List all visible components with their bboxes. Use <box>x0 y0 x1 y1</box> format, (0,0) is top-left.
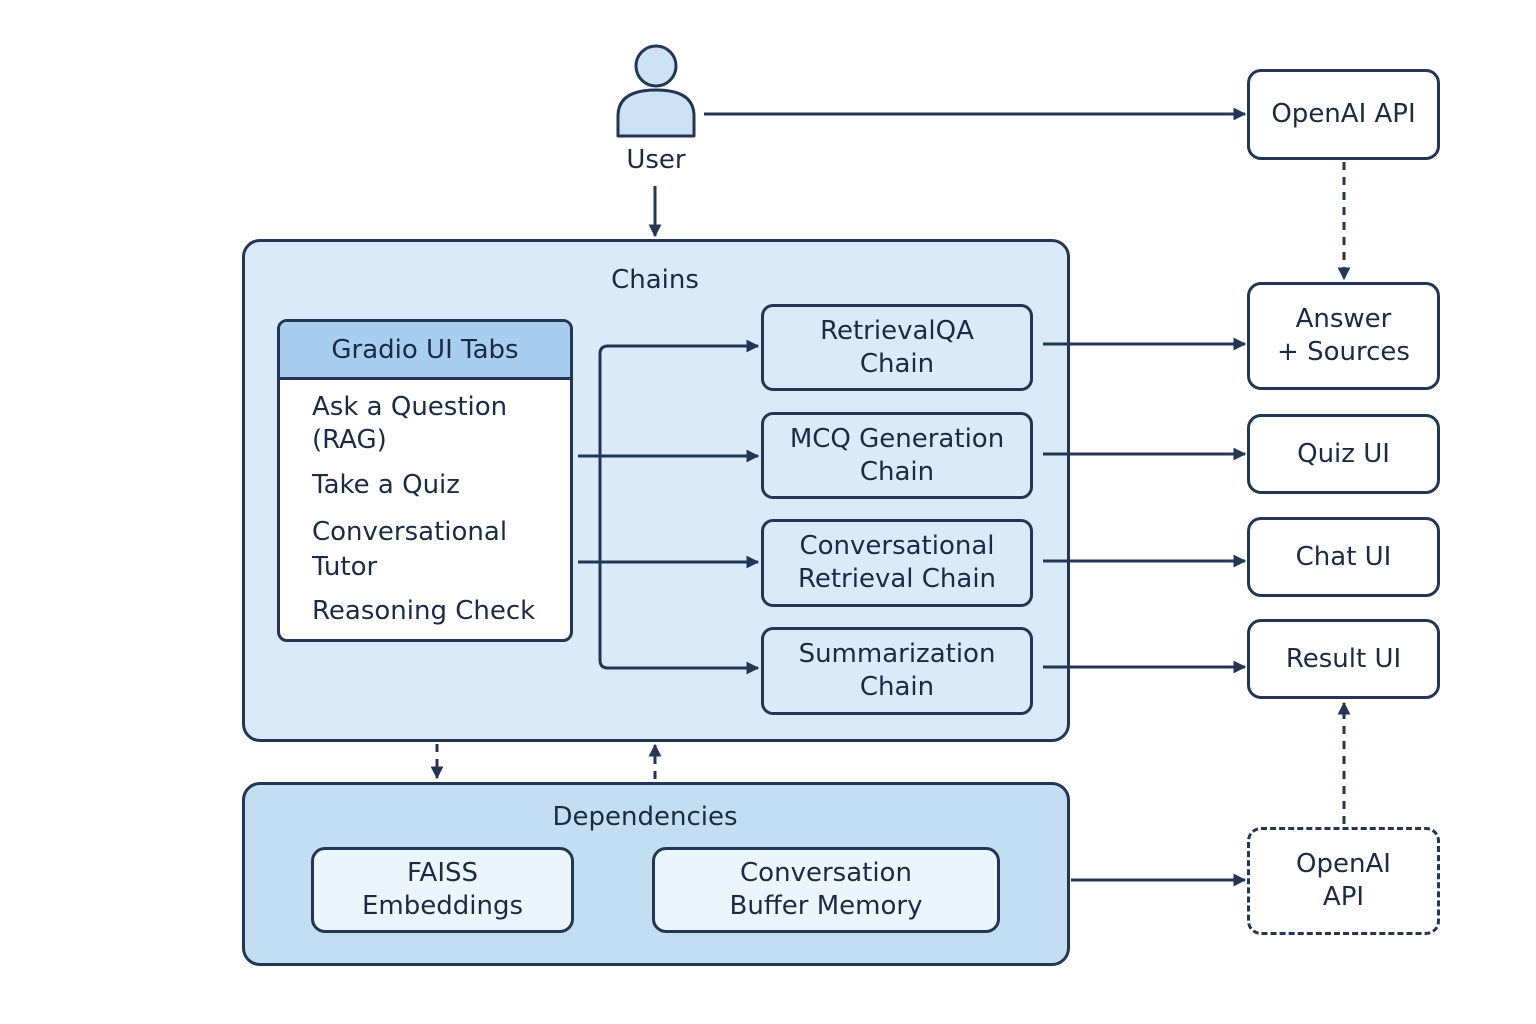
output-result-ui-label: Result UI <box>1285 643 1402 674</box>
chain-retrievalqa-line1: RetrievalQA <box>820 315 974 346</box>
output-quiz-ui-label: Quiz UI <box>1297 438 1390 469</box>
chain-retrievalqa: RetrievalQA Chain <box>761 304 1033 391</box>
gradio-tabs-box: Gradio UI Tabs <box>277 319 573 642</box>
openai-api-bottom-line1: OpenAI <box>1296 849 1391 879</box>
tab-ask-question-line2: (RAG) <box>312 425 387 455</box>
tab-take-quiz[interactable]: Take a Quiz <box>312 469 562 502</box>
dep-faiss-embeddings: FAISS Embeddings <box>311 847 574 933</box>
user-label: User <box>626 145 686 175</box>
chain-mcq-generation-line1: MCQ Generation <box>789 423 1005 454</box>
openai-api-bottom-line2: API <box>1322 882 1365 912</box>
chain-summarization-line2: Chain <box>859 672 935 702</box>
chain-summarization-line1: Summarization <box>798 639 996 669</box>
dep-faiss-line1: FAISS <box>406 858 478 888</box>
output-chat-ui: Chat UI <box>1247 517 1440 597</box>
chain-mcq-generation-line2: Chain <box>859 456 935 487</box>
tab-reasoning-check-label: Reasoning Check <box>312 596 536 626</box>
output-answer-sources: Answer + Sources <box>1247 282 1440 390</box>
dep-conversation-buffer-memory: Conversation Buffer Memory <box>652 847 1000 933</box>
chain-conversational-retrieval-line1: Conversational <box>799 531 995 561</box>
chain-retrievalqa-line2: Chain <box>859 348 935 379</box>
dep-faiss-line2: Embeddings <box>361 891 523 921</box>
tab-take-quiz-label: Take a Quiz <box>312 470 460 500</box>
gradio-tabs-title: Gradio UI Tabs <box>331 334 519 365</box>
output-answer-line1: Answer <box>1295 304 1392 334</box>
dep-memory-line1: Conversation <box>740 858 912 888</box>
tab-ask-question-line1: Ask a Question <box>312 392 508 422</box>
tab-conversational-tutor-line1: Conversational <box>312 517 508 547</box>
tab-reasoning-check[interactable]: Reasoning Check <box>312 595 562 628</box>
output-answer-line2: + Sources <box>1277 337 1410 367</box>
dependencies-panel-title: Dependencies <box>552 802 738 832</box>
output-quiz-ui: Quiz UI <box>1247 414 1440 494</box>
output-result-ui: Result UI <box>1247 619 1440 699</box>
chain-mcq-generation: MCQ Generation Chain <box>761 412 1033 499</box>
bracket-tabs-to-chains <box>598 344 760 675</box>
user-icon <box>614 42 698 140</box>
chain-summarization: Summarization Chain <box>761 627 1033 715</box>
openai-api-top-label: OpenAI API <box>1271 99 1416 129</box>
openai-api-top: OpenAI API <box>1247 69 1440 160</box>
dep-memory-line2: Buffer Memory <box>729 891 923 921</box>
openai-api-bottom: OpenAI API <box>1247 827 1440 935</box>
output-chat-ui-label: Chat UI <box>1295 541 1392 572</box>
tab-ask-question[interactable]: Ask a Question (RAG) <box>312 391 562 457</box>
chain-conversational-retrieval: Conversational Retrieval Chain <box>761 519 1033 607</box>
chain-conversational-retrieval-line2: Retrieval Chain <box>797 564 997 594</box>
tab-conversational-tutor[interactable]: Conversational Tutor <box>312 515 562 585</box>
tab-conversational-tutor-line2: Tutor <box>312 552 378 582</box>
chains-panel-title: Chains <box>611 265 699 295</box>
gradio-tabs-header: Gradio UI Tabs <box>280 322 570 380</box>
